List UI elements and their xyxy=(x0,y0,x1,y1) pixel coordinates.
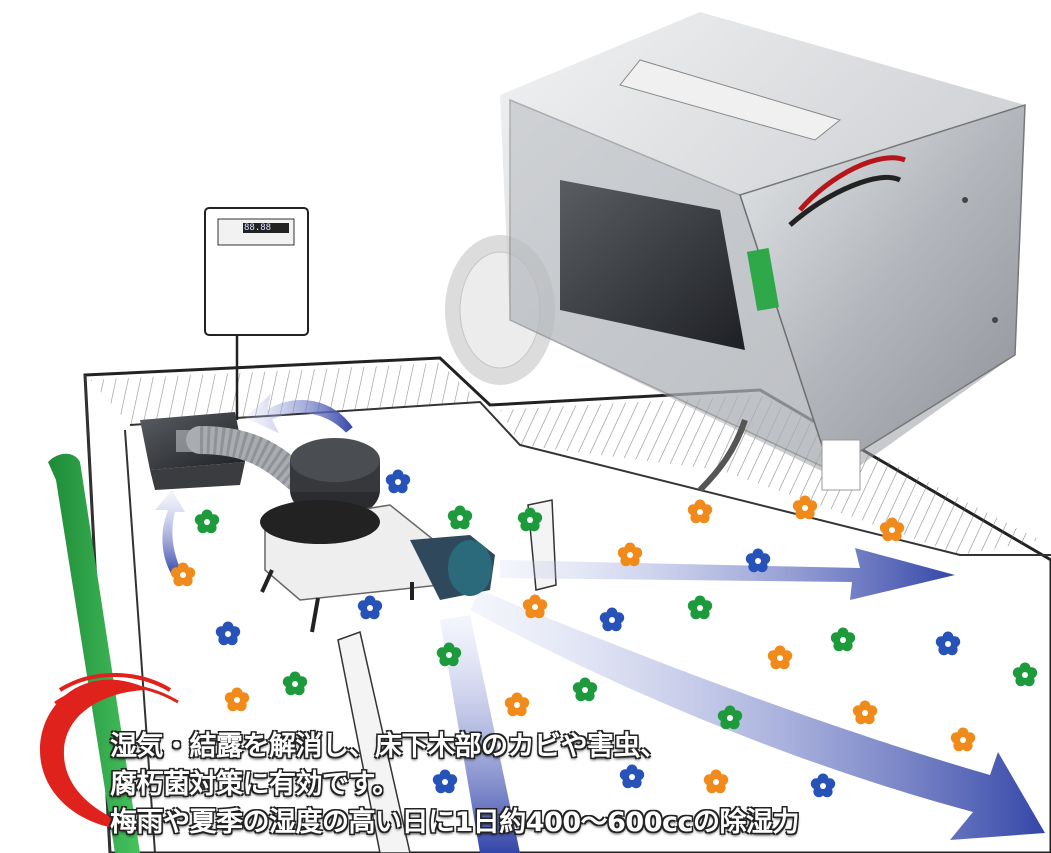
caption: 湿気・結露を解消し、床下木部のカビや害虫、 腐朽菌対策に有効です。 梅雨や夏季の… xyxy=(110,728,1040,842)
red-swoosh-logo xyxy=(40,673,179,831)
airflow-arrows xyxy=(155,393,1045,853)
controller-unit xyxy=(204,207,309,420)
floor-dehumidifier xyxy=(260,438,495,633)
product-unit xyxy=(445,12,1026,493)
caption-line-3: 梅雨や夏季の湿度の高い日に1日約400〜600ccの除湿力 xyxy=(110,807,800,838)
caption-line-1: 湿気・結露を解消し、床下木部のカビや害虫、 xyxy=(110,731,667,762)
green-accent-bar xyxy=(48,453,140,853)
caption-line-2: 腐朽菌対策に有効です。 xyxy=(110,769,399,800)
controller-display-digits: 88.88 xyxy=(244,223,272,233)
controller-display: 88.88 xyxy=(220,221,292,243)
